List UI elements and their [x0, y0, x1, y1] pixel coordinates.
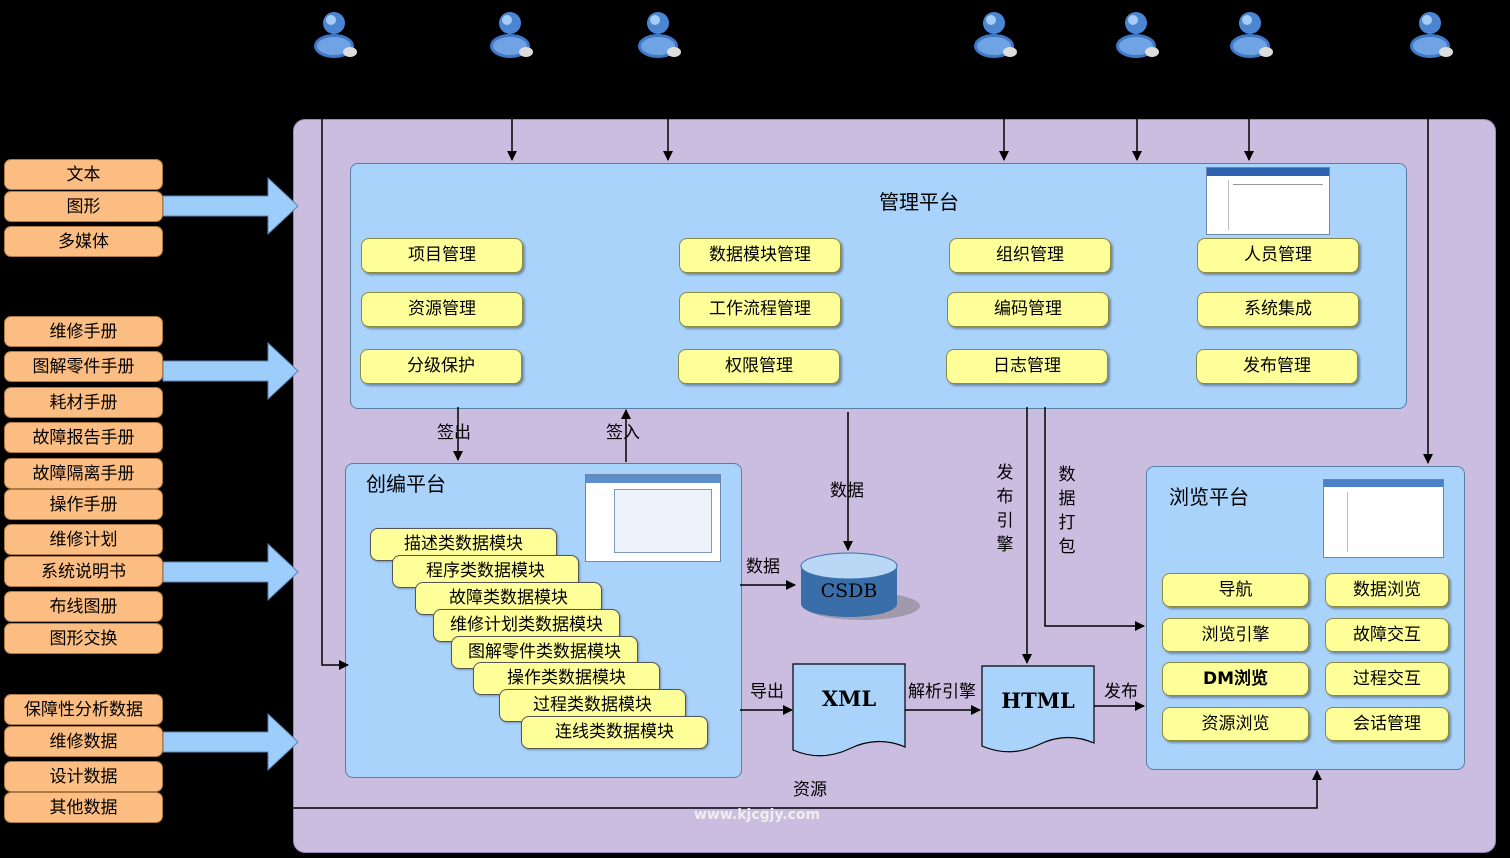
- label-data-package: 数据打包: [1058, 465, 1076, 557]
- input-graphics[interactable]: 图形: [4, 191, 163, 222]
- mgmt-item-data-module[interactable]: 数据模块管理: [679, 238, 841, 273]
- input-maintenance-plan[interactable]: 维修计划: [4, 524, 163, 555]
- user-icon: [1228, 6, 1278, 62]
- user-icon: [972, 6, 1022, 62]
- input-consumables-manual[interactable]: 耗材手册: [4, 387, 163, 418]
- mgmt-item-log[interactable]: 日志管理: [946, 349, 1108, 384]
- browse-item-process-interaction[interactable]: 过程交互: [1325, 662, 1449, 696]
- browse-item-resource-browse[interactable]: 资源浏览: [1162, 707, 1309, 741]
- input-supportability-data[interactable]: 保障性分析数据: [4, 694, 163, 725]
- label-checkout: 签出: [437, 423, 471, 443]
- input-operation-manual[interactable]: 操作手册: [4, 489, 163, 520]
- label-data-down: 数据: [830, 481, 864, 501]
- input-wiring-diagrams[interactable]: 布线图册: [4, 591, 163, 622]
- xml-node: XML: [821, 686, 877, 711]
- browsing-screenshot-thumbnail: [1323, 479, 1444, 558]
- user-icon: [312, 6, 362, 62]
- label-export: 导出: [750, 682, 784, 702]
- mgmt-item-resource[interactable]: 资源管理: [361, 292, 523, 327]
- input-fault-report-manual[interactable]: 故障报告手册: [4, 422, 163, 453]
- input-fault-isolation-manual[interactable]: 故障隔离手册: [4, 458, 163, 489]
- browse-item-browse-engine[interactable]: 浏览引擎: [1162, 618, 1309, 652]
- input-system-description[interactable]: 系统说明书: [4, 556, 163, 587]
- management-title: 管理平台: [879, 190, 959, 214]
- label-publish-engine: 发布引擎: [996, 463, 1014, 555]
- browse-item-fault-interaction[interactable]: 故障交互: [1325, 618, 1449, 652]
- mgmt-item-classification[interactable]: 分级保护: [360, 349, 522, 384]
- watermark: www.kjcgjy.com: [694, 807, 821, 823]
- mgmt-item-project[interactable]: 项目管理: [361, 238, 523, 273]
- mgmt-item-personnel[interactable]: 人员管理: [1197, 238, 1359, 273]
- authoring-title: 创编平台: [366, 472, 446, 496]
- mgmt-item-coding[interactable]: 编码管理: [947, 292, 1109, 327]
- html-node: HTML: [1001, 688, 1075, 713]
- input-maintenance-data[interactable]: 维修数据: [4, 726, 163, 757]
- input-maintenance-manual[interactable]: 维修手册: [4, 316, 163, 347]
- browse-item-dm-browse[interactable]: DM浏览: [1162, 662, 1309, 696]
- mgmt-item-organization[interactable]: 组织管理: [949, 238, 1111, 273]
- label-data-left: 数据: [746, 557, 780, 577]
- input-multimedia[interactable]: 多媒体: [4, 226, 163, 257]
- label-resource: 资源: [793, 780, 827, 800]
- mgmt-item-workflow[interactable]: 工作流程管理: [679, 292, 841, 327]
- mgmt-item-integration[interactable]: 系统集成: [1197, 292, 1359, 327]
- browse-item-data-browse[interactable]: 数据浏览: [1325, 573, 1449, 607]
- label-publish: 发布: [1104, 682, 1138, 702]
- user-icon: [1408, 6, 1458, 62]
- input-text[interactable]: 文本: [4, 159, 163, 190]
- management-screenshot-thumbnail: [1206, 167, 1330, 235]
- mgmt-item-permission[interactable]: 权限管理: [678, 349, 840, 384]
- csdb-node: CSDB: [820, 580, 878, 602]
- user-icon: [636, 6, 686, 62]
- label-parse-engine: 解析引擎: [908, 682, 976, 702]
- input-other-data[interactable]: 其他数据: [4, 792, 163, 823]
- input-graphics-exchange[interactable]: 图形交换: [4, 623, 163, 654]
- mgmt-item-publish[interactable]: 发布管理: [1196, 349, 1358, 384]
- input-design-data[interactable]: 设计数据: [4, 761, 163, 792]
- browse-item-session[interactable]: 会话管理: [1325, 707, 1449, 741]
- input-illustrated-parts-catalog[interactable]: 图解零件手册: [4, 351, 163, 382]
- user-icon: [488, 6, 538, 62]
- browsing-title: 浏览平台: [1169, 485, 1249, 509]
- data-module-wiring[interactable]: 连线类数据模块: [521, 716, 708, 749]
- browse-item-navigation[interactable]: 导航: [1162, 573, 1309, 607]
- user-icon: [1114, 6, 1164, 62]
- authoring-screenshot-thumbnail: [585, 474, 721, 562]
- label-checkin: 签入: [606, 423, 640, 443]
